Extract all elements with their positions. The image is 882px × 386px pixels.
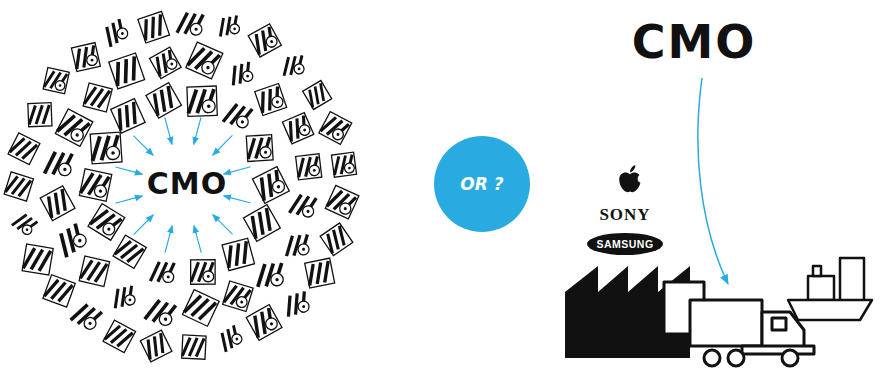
label-logo — [83, 83, 112, 112]
label-logo — [320, 223, 353, 256]
label-logo — [248, 24, 281, 57]
label-logo — [255, 84, 287, 116]
label-logo — [331, 152, 356, 177]
brand-name: SONY — [599, 206, 650, 223]
label-logo — [113, 235, 146, 268]
label-logo — [40, 186, 75, 221]
label-logo — [103, 320, 136, 353]
label-logo — [282, 113, 313, 144]
label-logo — [182, 335, 206, 359]
label-logo — [145, 298, 176, 327]
label-logo — [71, 43, 100, 72]
label-logo — [325, 185, 359, 219]
heading-label: CMO — [632, 19, 757, 65]
label-logo — [109, 53, 145, 89]
center-label: CMO — [147, 169, 227, 199]
label-logo — [246, 135, 273, 162]
choice-text: OR ? — [460, 176, 503, 193]
label-logo — [55, 109, 92, 146]
label-logo — [285, 235, 309, 257]
label-logo — [305, 258, 335, 288]
inward-arrow — [115, 196, 142, 203]
label-logo — [253, 167, 290, 204]
label-logo — [228, 62, 254, 86]
label-logo — [4, 172, 33, 201]
label-logo — [12, 211, 38, 236]
ship — [788, 258, 872, 320]
label-logo — [149, 47, 181, 79]
label-logo — [222, 238, 254, 270]
label-logo — [45, 151, 73, 176]
inward-arrow — [134, 215, 154, 235]
truck — [664, 282, 814, 366]
inward-arrow — [224, 196, 251, 203]
label-logo — [303, 80, 332, 109]
label-logo — [186, 42, 223, 79]
label-logo — [289, 193, 316, 218]
inward-arrow — [165, 117, 172, 144]
label-logo — [191, 260, 216, 285]
label-logo — [177, 12, 204, 36]
label-logo — [79, 169, 111, 201]
samsung-ellipse — [587, 233, 663, 255]
label-logo — [257, 263, 284, 287]
label-logo — [243, 205, 280, 242]
label-logo-ring — [4, 11, 359, 361]
inward-arrow — [213, 215, 233, 235]
label-logo — [111, 286, 136, 309]
inward-arrow — [165, 226, 172, 253]
inward-arrow — [133, 136, 153, 156]
label-logo — [101, 19, 130, 47]
cmo-arrow — [698, 78, 728, 284]
label-logo — [71, 301, 103, 331]
label-logo — [223, 281, 253, 311]
label-logo — [90, 132, 122, 164]
brand-name: SAMSUNG — [596, 239, 653, 250]
label-logo — [187, 86, 217, 116]
apple-logo — [619, 165, 646, 192]
inward-arrow — [224, 167, 251, 174]
label-logo — [43, 68, 69, 94]
label-logo — [150, 261, 174, 283]
label-logo — [296, 154, 322, 180]
label-logo — [111, 99, 145, 133]
label-logo — [22, 244, 53, 275]
label-logo — [216, 325, 244, 352]
label-logo — [223, 102, 253, 130]
inward-arrow — [115, 167, 142, 174]
label-logo — [246, 305, 282, 341]
choice-circle: OR ? — [434, 136, 530, 232]
label-logo — [79, 256, 109, 286]
label-logo — [146, 83, 182, 119]
inward-arrow — [194, 117, 201, 144]
label-logo — [282, 55, 305, 75]
inward-arrow — [213, 135, 233, 155]
inward-arrow — [194, 226, 201, 253]
inward-arrows — [115, 117, 250, 252]
label-logo — [319, 112, 352, 145]
label-logo — [182, 290, 219, 327]
label-logo — [217, 15, 240, 36]
label-logo — [283, 291, 310, 316]
label-logo — [28, 103, 52, 127]
label-logo — [138, 11, 170, 43]
label-logo — [140, 330, 172, 362]
label-logo — [43, 275, 75, 307]
label-logo — [88, 204, 125, 241]
label-logo — [54, 223, 89, 257]
label-logo — [8, 133, 40, 165]
